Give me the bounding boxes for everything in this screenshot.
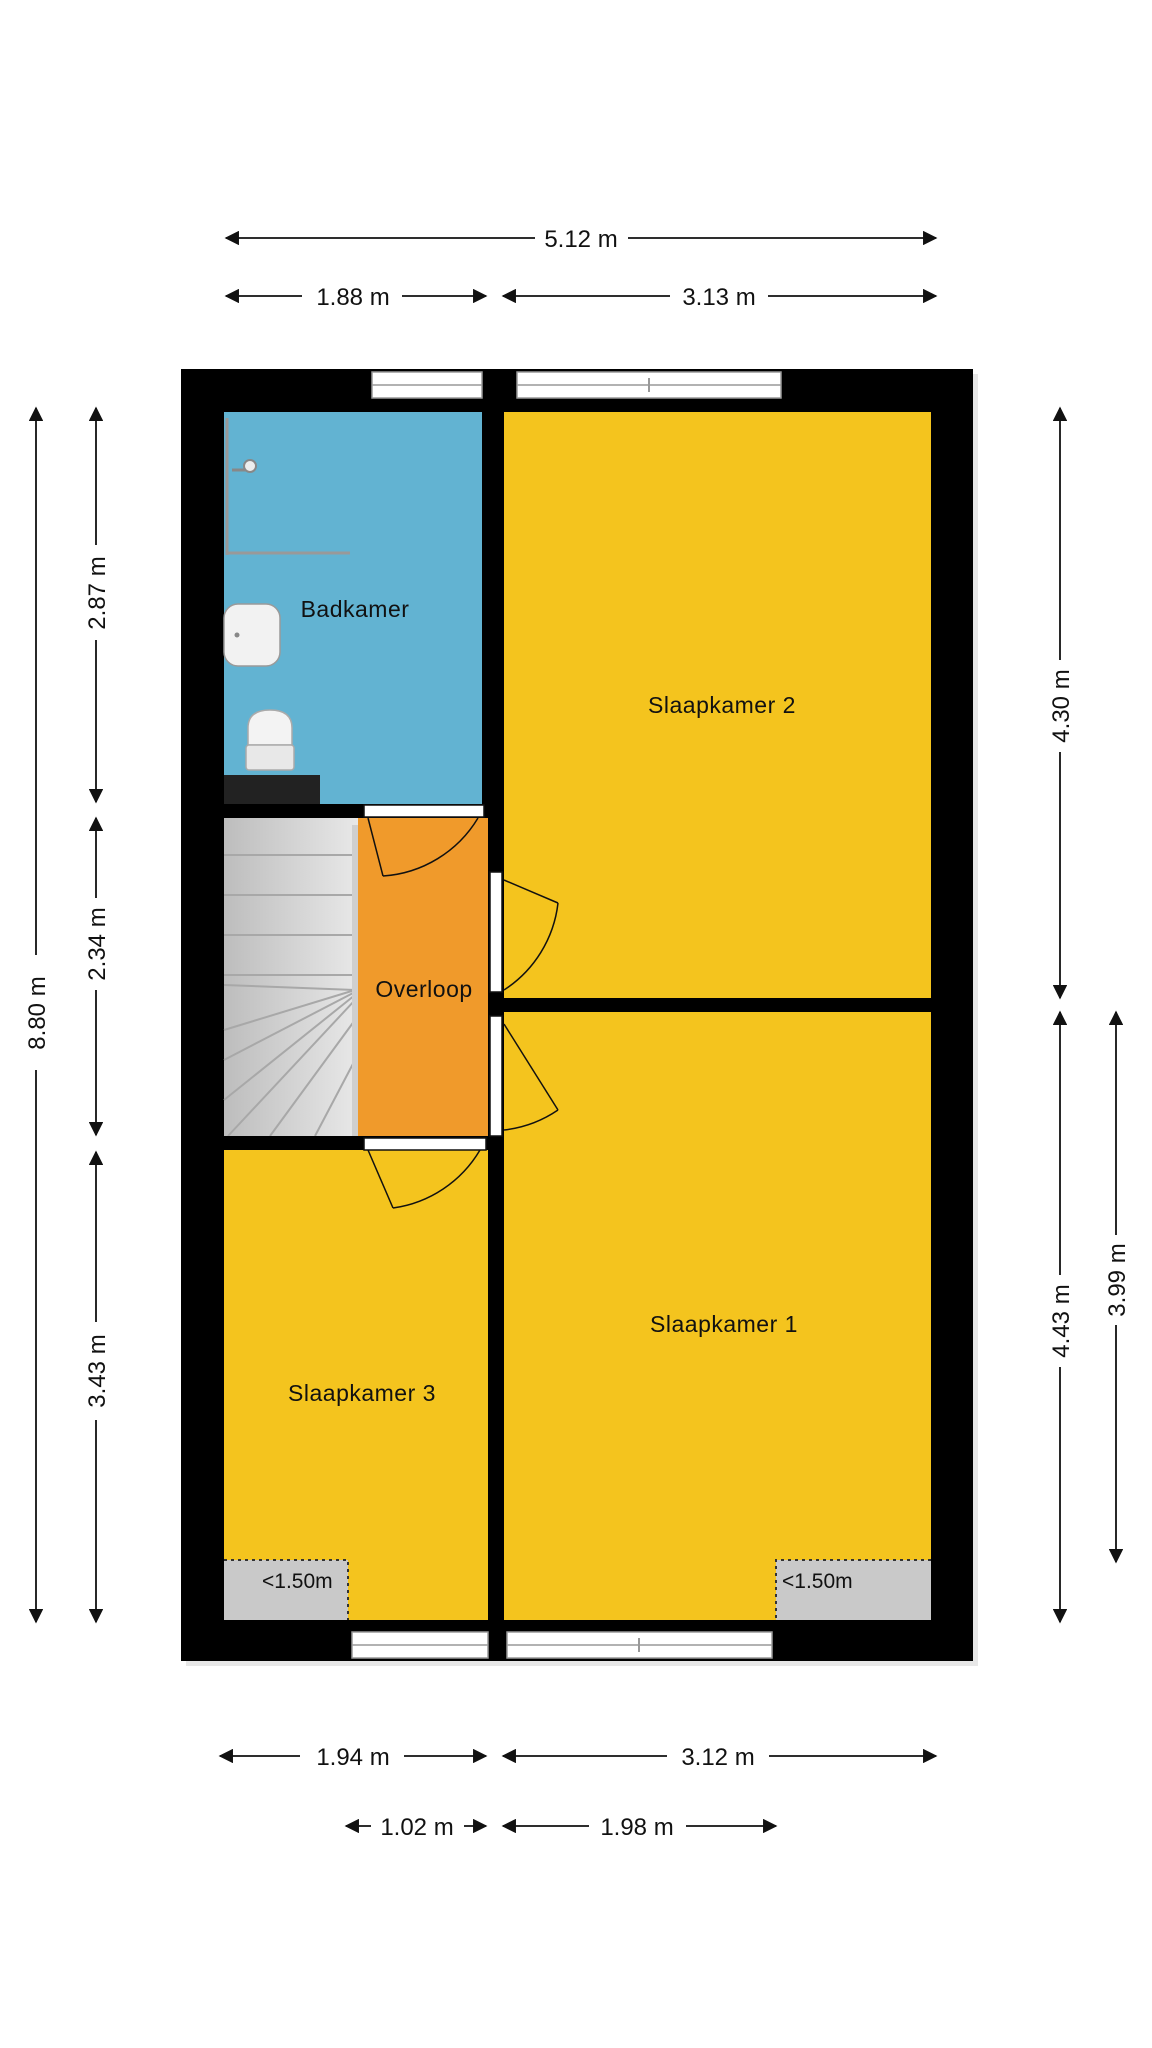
wall-bed2-bed1: [504, 998, 973, 1012]
dim-bottom-right: 3.12 m: [681, 1744, 754, 1771]
dim-top-total: 5.12 m: [544, 226, 617, 253]
dim-left-landing: 2.34 m: [84, 907, 111, 980]
toilet-icon: [224, 709, 320, 804]
room-label-slaapkamer1: Slaapkamer 1: [650, 1311, 798, 1337]
door-bedroom3: [363, 1137, 487, 1209]
door-bedroom2: [489, 871, 559, 993]
window-top-bedroom2: [516, 371, 782, 399]
stairwell: [224, 818, 358, 1136]
door-bedroom1: [489, 1015, 559, 1137]
dim-right-bedroom1-inner: 3.99 m: [1104, 1243, 1131, 1316]
door-bathroom: [363, 804, 485, 877]
dim-left-bedroom3: 3.43 m: [84, 1334, 111, 1407]
low-ceiling-label-bedroom3: <1.50m: [262, 1570, 333, 1593]
wall-bed3-bed1: [488, 1150, 504, 1661]
dim-bottom-small-right: 1.98 m: [600, 1814, 673, 1841]
dim-bottom-left: 1.94 m: [316, 1744, 389, 1771]
landing-floor: [358, 818, 488, 1136]
sink-icon: [223, 603, 281, 667]
dim-left-total: 8.80 m: [24, 976, 51, 1049]
bedroom3-floor: [224, 1150, 488, 1620]
wall-bath-bed2: [482, 369, 504, 818]
shower-icon: [225, 418, 350, 555]
low-ceiling-zone-bedroom3: [224, 1560, 348, 1620]
low-ceiling-zone-bedroom1: [776, 1560, 931, 1620]
window-top-bathroom: [371, 371, 483, 399]
dim-top-left: 1.88 m: [316, 284, 389, 311]
bedroom1-floor: [504, 1012, 931, 1620]
room-label-slaapkamer2: Slaapkamer 2: [648, 692, 796, 718]
room-label-overloop: Overloop: [375, 976, 472, 1002]
stairs: [223, 825, 358, 1137]
dim-right-bedroom2: 4.30 m: [1048, 669, 1075, 742]
dim-bottom-small-left: 1.02 m: [380, 1814, 453, 1841]
dim-left-bathroom: 2.87 m: [84, 556, 111, 629]
dim-right-bedroom1: 4.43 m: [1048, 1284, 1075, 1357]
bedroom2-floor: [504, 412, 931, 998]
room-label-slaapkamer3: Slaapkamer 3: [288, 1380, 436, 1406]
dim-top-right: 3.13 m: [682, 284, 755, 311]
low-ceiling-label-bedroom1: <1.50m: [782, 1570, 853, 1593]
window-bottom-bedroom3: [351, 1631, 489, 1659]
window-bottom-bedroom1: [506, 1631, 773, 1659]
room-label-badkamer: Badkamer: [301, 596, 410, 622]
